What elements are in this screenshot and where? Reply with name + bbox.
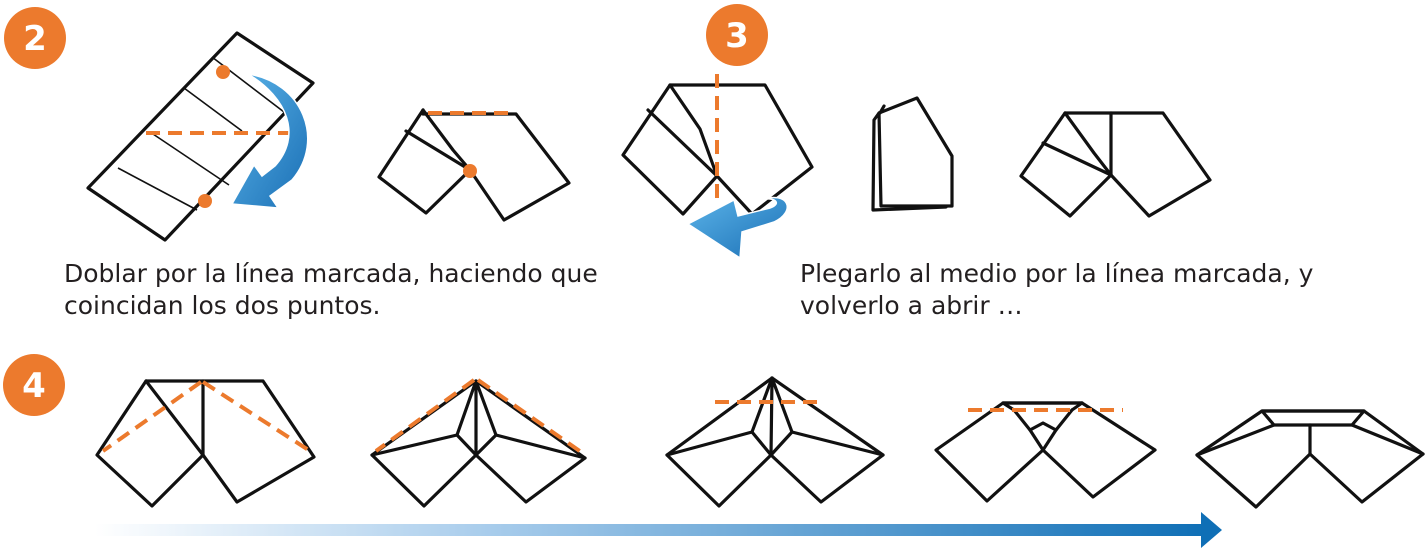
step-4-badge: 4 [3, 354, 65, 416]
progress-arrow-icon [95, 512, 1222, 548]
step-2-caption-line: coincidan los dos puntos. [64, 291, 381, 320]
step-3-number: 3 [725, 16, 749, 56]
step-4-number: 4 [22, 366, 46, 406]
step4-figure-5 [1195, 409, 1425, 509]
step4-figure-2 [370, 378, 587, 508]
step3-half-figure [871, 96, 954, 212]
step-3-caption-line: Plegarlo al medio por la línea marcada, … [800, 259, 1314, 288]
step-2-caption-line: Doblar por la línea marcada, haciendo qu… [64, 259, 598, 288]
step4-figure-3 [665, 376, 885, 508]
orange-dot-icon [216, 65, 230, 79]
step3-fold-half-figure [621, 74, 814, 260]
step-3-caption: Plegarlo al medio por la línea marcada, … [800, 258, 1313, 322]
fold-arrow-icon [686, 196, 788, 260]
step3-reopened-figure [1019, 111, 1212, 218]
orange-dot-icon [198, 194, 212, 208]
step-3-badge: 3 [706, 4, 768, 66]
fold-arrow-icon [230, 73, 309, 209]
step2-strip-figure [86, 31, 315, 242]
step-2-number: 2 [23, 19, 47, 59]
step-2-badge: 2 [4, 7, 66, 69]
step4-figure-1 [95, 379, 316, 508]
step-3-caption-line: volverlo a abrir … [800, 291, 1023, 320]
step2-folded-figure [377, 108, 571, 222]
step-2-caption: Doblar por la línea marcada, haciendo qu… [64, 258, 598, 322]
orange-dot-icon [463, 164, 477, 178]
step4-figure-4 [934, 401, 1157, 503]
